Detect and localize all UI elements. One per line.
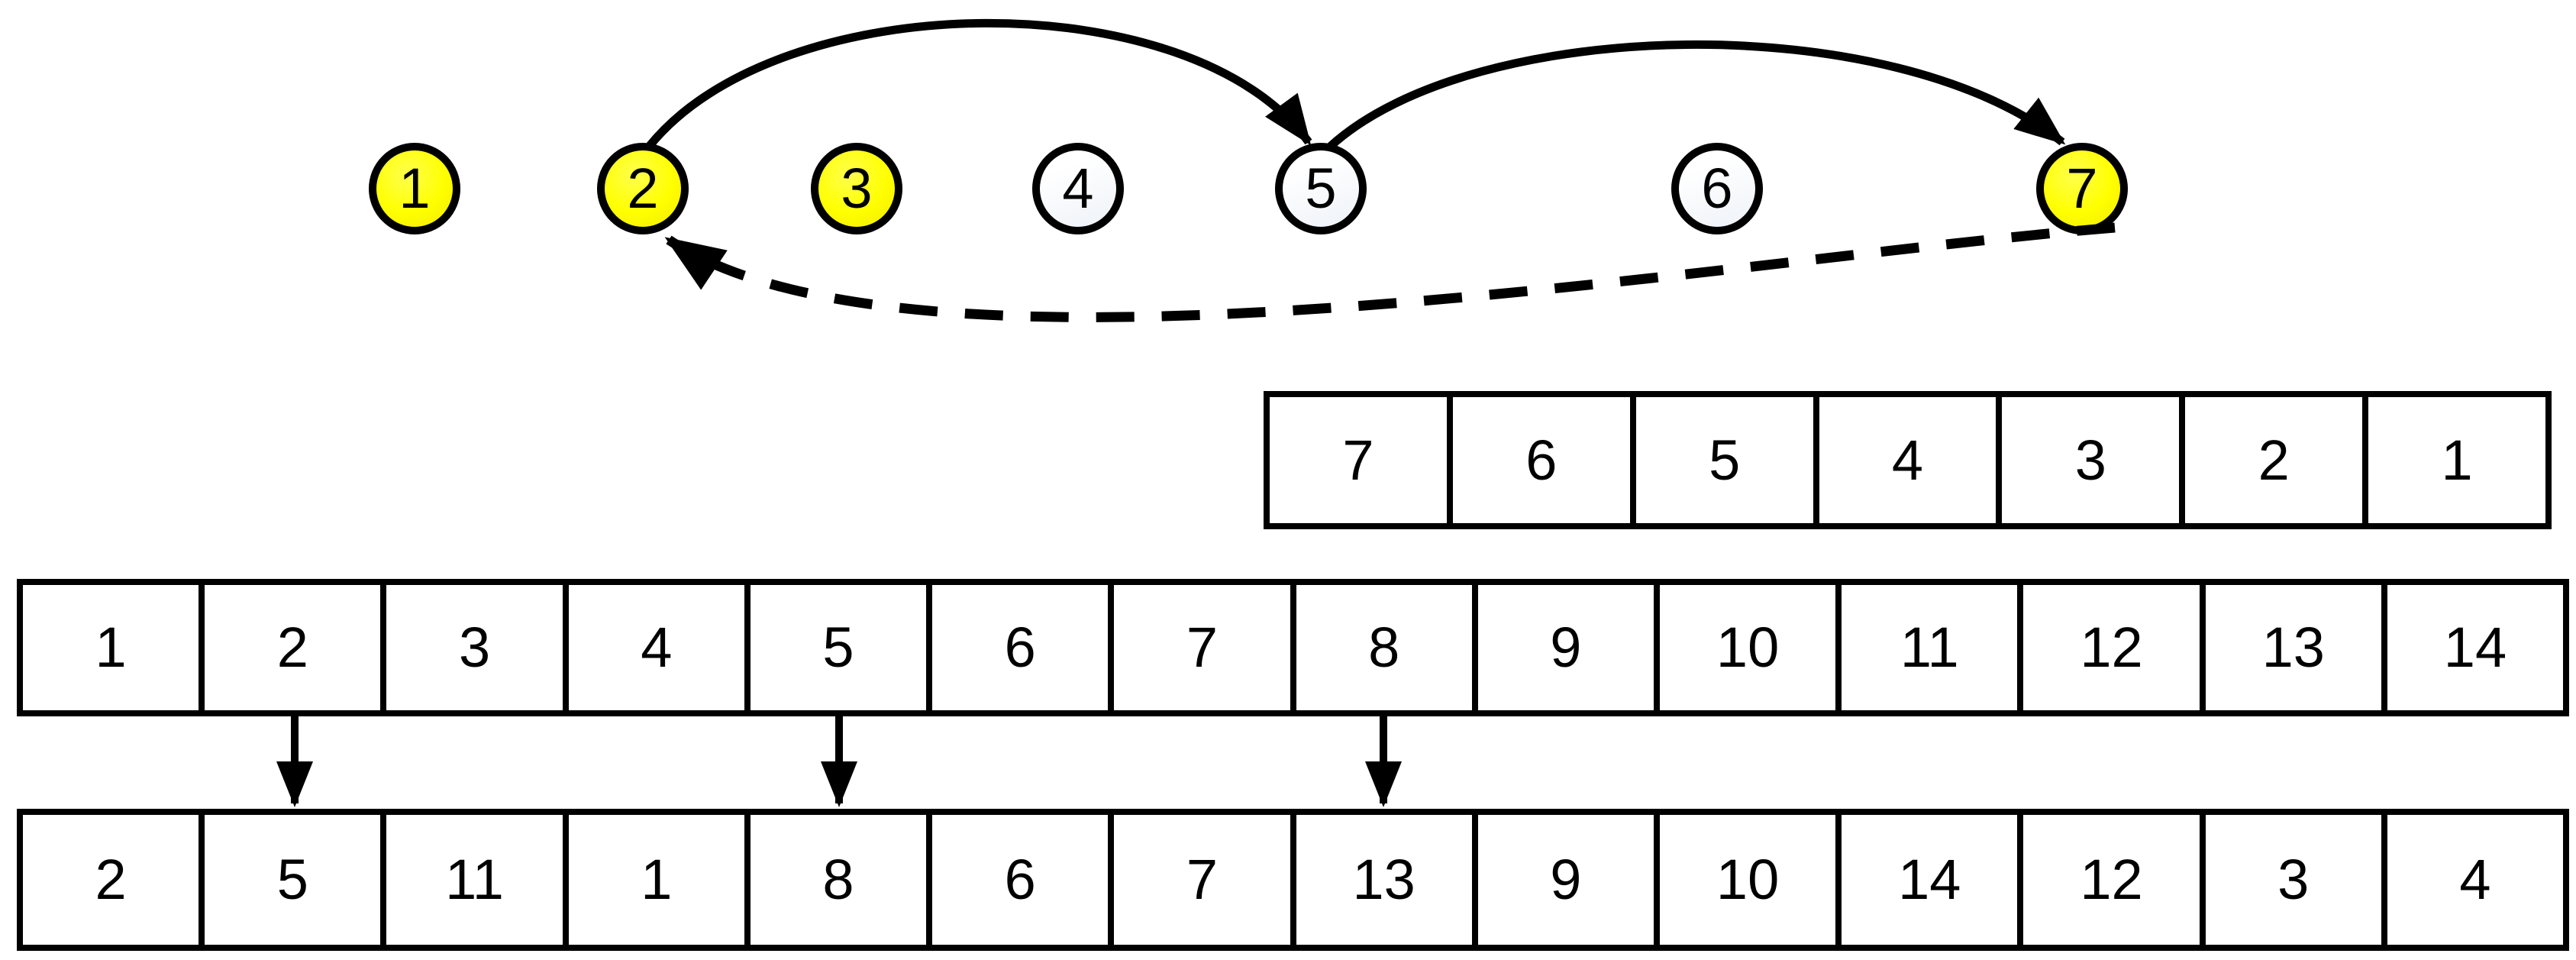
countdown-array: 7 6 5 4 3 2 1: [1264, 391, 2552, 529]
array-cell: 5: [199, 815, 380, 945]
array-cell: 4: [1813, 397, 1997, 523]
array-cell: 4: [2381, 815, 2563, 945]
return-arc-7-to-2-dashed: [664, 222, 2116, 322]
source-array: 1 2 3 4 5 6 7 8 9 10 11 12 13 14: [17, 579, 2569, 716]
array-cell: 10: [1653, 815, 1835, 945]
hop-arc-5-to-7: [1327, 40, 2066, 150]
array-cell: 2: [2179, 397, 2362, 523]
node-label: 6: [1701, 157, 1733, 220]
node-circle-3: 3: [811, 143, 902, 234]
result-array: 2 5 11 1 8 6 7 13 9 10 14 12 3 4: [17, 809, 2569, 951]
array-cell: 12: [2017, 815, 2199, 945]
array-cell: 6: [1446, 397, 1630, 523]
node-circle-6: 6: [1671, 143, 1763, 234]
node-circle-4: 4: [1032, 143, 1124, 234]
array-cell: 3: [380, 585, 562, 710]
array-cell: 11: [1835, 585, 2017, 710]
array-cell: 9: [1471, 585, 1654, 710]
node-circle-2: 2: [597, 143, 689, 234]
node-label: 5: [1305, 157, 1337, 220]
node-label: 4: [1062, 157, 1094, 220]
array-cell: 5: [744, 585, 926, 710]
node-circle-7: 7: [2036, 143, 2128, 234]
array-cell: 10: [1653, 585, 1835, 710]
array-cell: 8: [1290, 585, 1472, 710]
array-cell: 7: [1108, 585, 1290, 710]
array-cell: 3: [2199, 815, 2381, 945]
array-cell: 4: [562, 585, 744, 710]
array-cell: 14: [1835, 815, 2017, 945]
array-cell: 6: [926, 815, 1108, 945]
array-cell: 13: [2199, 585, 2381, 710]
node-label: 3: [841, 157, 873, 220]
array-cell: 8: [744, 815, 926, 945]
array-cell: 7: [1108, 815, 1290, 945]
array-cell: 1: [95, 616, 127, 679]
array-cell: 2: [199, 585, 380, 710]
array-cell: 5: [1629, 397, 1813, 523]
array-cell: 3: [1996, 397, 2179, 523]
hop-arc-2-to-5: [645, 18, 1312, 150]
array-cell: 13: [1290, 815, 1472, 945]
array-cell: 11: [380, 815, 562, 945]
node-circle-5: 5: [1275, 143, 1367, 234]
array-cell: 6: [926, 585, 1108, 710]
array-cell: 9: [1471, 815, 1654, 945]
node-circle-1: 1: [369, 143, 460, 234]
array-cell: 1: [562, 815, 744, 945]
array-cell: 12: [2017, 585, 2199, 710]
node-label: 7: [2066, 157, 2098, 220]
array-cell: 1: [2362, 397, 2545, 523]
node-label: 2: [627, 157, 659, 220]
array-cell: 2: [95, 848, 127, 911]
node-label: 1: [399, 157, 431, 220]
array-cell: 7: [1342, 428, 1374, 492]
array-cell: 14: [2381, 585, 2563, 710]
